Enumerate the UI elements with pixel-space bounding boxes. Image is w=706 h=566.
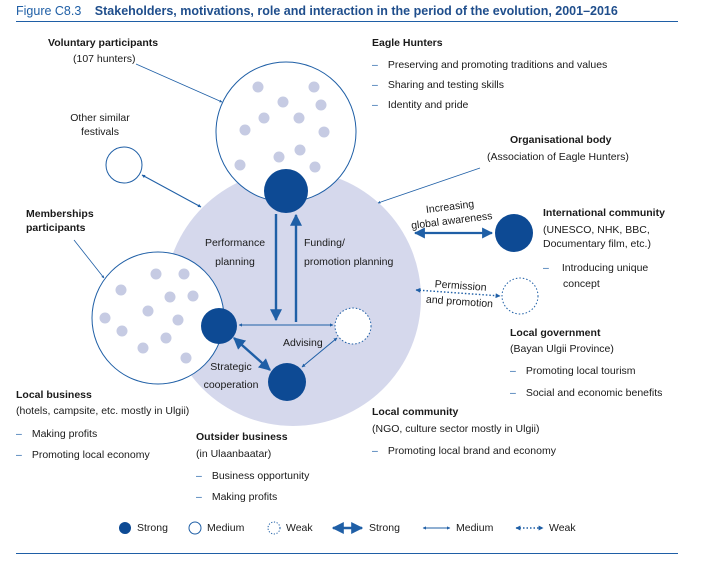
- international-item: –Introducing unique concept: [543, 262, 649, 290]
- list-item: –Sharing and testing skills: [372, 79, 504, 91]
- strategic-arrow: [233, 337, 271, 371]
- local-government-node: [501, 277, 539, 315]
- list-item: –Promoting local economy: [16, 449, 150, 461]
- eagle-hunters-title: Eagle Hunters: [372, 37, 443, 49]
- list-item: –Promoting local tourism: [510, 365, 636, 377]
- other-festivals-node: [105, 146, 143, 184]
- figure-title: Stakeholders, motivations, role and inte…: [94, 4, 618, 18]
- legend-arrow-medium: Medium: [456, 522, 494, 534]
- voluntary-pointer: [135, 63, 223, 103]
- legend-strong: Strong: [137, 522, 168, 534]
- outsider-business-node: [334, 307, 372, 345]
- international-node: [495, 214, 533, 252]
- outsider-sub: (in Ulaanbaatar): [196, 448, 272, 460]
- funding-label: Funding/promotion planning: [304, 237, 394, 268]
- legend-medium-circle: [188, 521, 202, 535]
- list-item: –Business opportunity: [196, 470, 310, 482]
- list-item: –Social and economic benefits: [510, 387, 663, 399]
- outsider-list: –Business opportunity –Making profits: [196, 470, 309, 511]
- memberships-node: [201, 308, 237, 344]
- list-item: –Making profits: [16, 428, 98, 440]
- local-gov-list: –Promoting local tourism –Social and eco…: [510, 365, 662, 407]
- local-business-list: –Making profits –Promoting local economy: [16, 428, 150, 469]
- local-community-list: –Promoting local brand and economy: [372, 445, 556, 465]
- bottom-rule: [16, 553, 678, 554]
- org-body-title: Organisational body: [510, 134, 612, 146]
- list-item: –Promoting local brand and economy: [372, 445, 556, 457]
- local-gov-title: Local government: [510, 327, 601, 339]
- outsider-arrow: [301, 337, 338, 368]
- international-title: International community: [543, 207, 665, 219]
- top-rule: [16, 21, 678, 22]
- voluntary-sub: (107 hunters): [73, 53, 136, 65]
- local-business-title: Local business: [16, 389, 92, 401]
- voluntary-title: Voluntary participants: [48, 37, 159, 49]
- local-community-title: Local community: [372, 406, 459, 418]
- local-gov-sub: (Bayan Ulgii Province): [510, 343, 614, 355]
- international-sub: (UNESCO, NHK, BBC,Documentary film, etc.…: [543, 224, 651, 250]
- legend-arrow-strong: Strong: [369, 522, 400, 534]
- festivals-arrow: [141, 174, 202, 208]
- org-pointer: [377, 167, 481, 204]
- eagle-hunters-node: [264, 169, 308, 213]
- memberships-dots: [99, 268, 199, 364]
- list-item: –Identity and pride: [372, 99, 469, 111]
- organisational-body-circle: [165, 170, 421, 426]
- local-business-sub: (hotels, campsite, etc. mostly in Ulgii): [16, 405, 190, 417]
- local-community-sub: (NGO, culture sector mostly in Ulgii): [372, 423, 540, 435]
- outsider-title: Outsider business: [196, 431, 288, 443]
- local-business-node: [268, 363, 306, 401]
- list-item: –Preserving and promoting traditions and…: [372, 59, 608, 71]
- legend-weak-circle: [267, 521, 281, 535]
- advising-label: Advising: [283, 337, 323, 349]
- eagle-hunters-list: –Preserving and promoting traditions and…: [372, 59, 607, 119]
- figure-header: Figure C8.3 Stakeholders, motivations, r…: [16, 4, 618, 18]
- legend-arrow-weak: Weak: [549, 522, 576, 534]
- legend-strong-circle: [119, 522, 131, 534]
- org-body-sub: (Association of Eagle Hunters): [487, 151, 629, 163]
- legend-weak: Weak: [286, 522, 313, 534]
- figure-label: Figure C8.3: [16, 4, 82, 18]
- list-item: –Making profits: [196, 491, 278, 503]
- memberships-pointer: [73, 239, 105, 279]
- permission-arrow: [415, 287, 501, 299]
- legend-medium: Medium: [207, 522, 245, 534]
- eagle-hunters-dots: [234, 81, 330, 173]
